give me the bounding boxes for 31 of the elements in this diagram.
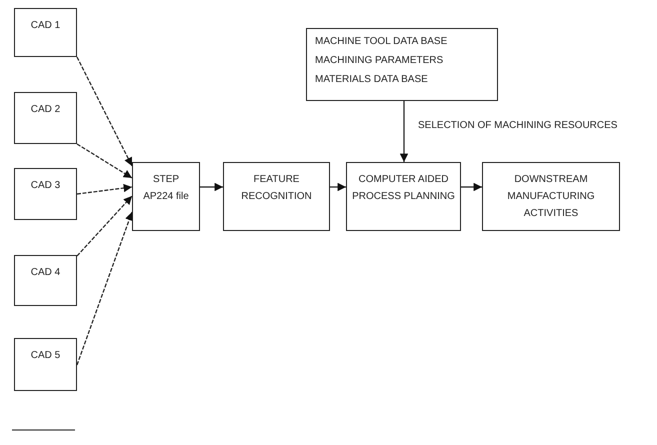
process-box (14, 8, 77, 57)
process-box (14, 338, 77, 391)
box-label: CAD 3 (30, 179, 62, 193)
box-label: CAD 2 (30, 103, 62, 117)
arrow (76, 212, 134, 366)
box-label: COMPUTER AIDED PROCESS PLANNING (351, 173, 456, 204)
process-box (223, 162, 330, 231)
arrow (461, 182, 482, 192)
box-label: CAD 1 (30, 19, 62, 33)
arrow (330, 182, 346, 192)
process-box (14, 92, 77, 144)
arrow (76, 196, 132, 256)
process-box (14, 168, 77, 220)
arrow (76, 144, 132, 178)
box-label: MATERIALS DATA BASE (315, 73, 428, 87)
box-label: MACHINING PARAMETERS (315, 54, 444, 68)
process-box (14, 255, 77, 306)
process-box (306, 28, 498, 101)
process-box (346, 162, 461, 231)
box-label: STEP AP224 file (142, 173, 190, 204)
box-label: FEATURE RECOGNITION (240, 173, 313, 204)
box-label: MACHINE TOOL DATA BASE (315, 35, 448, 49)
arrow (76, 56, 133, 166)
box-label: CAD 5 (30, 349, 62, 363)
arrow (200, 182, 223, 192)
process-box (132, 162, 200, 231)
box-label: DOWNSTREAM MANUFACTURING ACTIVITIES (506, 173, 596, 221)
process-box (482, 162, 620, 231)
box-label: CAD 4 (30, 266, 62, 280)
arrow (76, 184, 132, 195)
arrow (400, 101, 408, 162)
